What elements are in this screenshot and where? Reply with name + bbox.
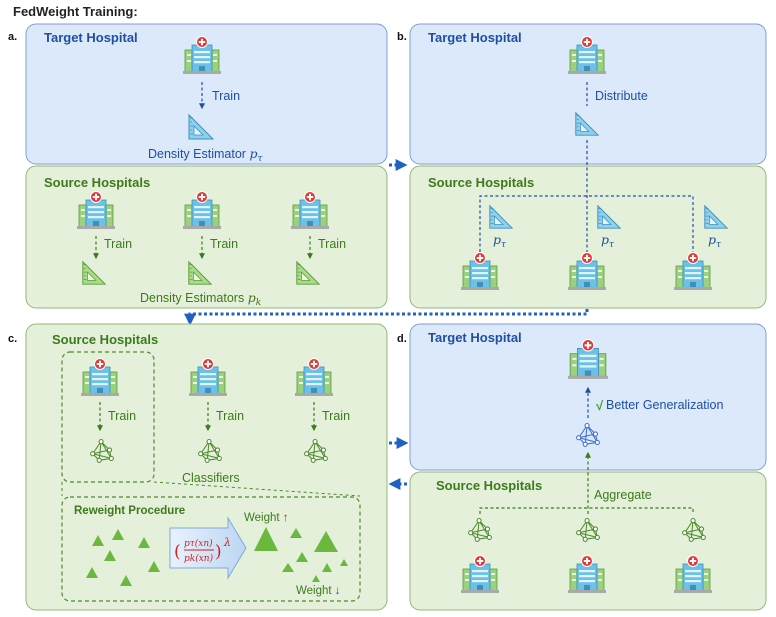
check-icon: √ [596, 398, 604, 413]
panel-b-distribute-label: Distribute [595, 89, 648, 103]
panel-a-train-label: Train [212, 89, 240, 103]
panel-d-source-title: Source Hospitals [436, 478, 542, 493]
panel-a-source-title: Source Hospitals [44, 175, 150, 190]
highlight-box [61, 351, 155, 483]
panel-c-train-label-1: Train [108, 409, 136, 423]
aggregate-label: Aggregate [594, 488, 652, 502]
weight-down-label: Weight ↓ [296, 585, 341, 597]
formula-exponent: λ [223, 536, 231, 549]
panel-c: c. Source Hospitals Train Train Train Cl… [8, 323, 388, 611]
classifiers-label: Classifiers [182, 471, 240, 485]
better-generalization-label: Better Generalization [606, 398, 723, 412]
panel-d-target-title: Target Hospital [428, 330, 522, 345]
reweight-procedure-box [61, 496, 361, 602]
formula-close-paren: ) [215, 542, 222, 562]
reweight-formula-arrow [169, 516, 247, 580]
panel-b: b. Target Hospital Distribute Source Hos… [397, 23, 767, 309]
density-estimators-label: Density Estimators pk [140, 290, 261, 308]
reweight-title: Reweight Procedure [74, 505, 185, 517]
panel-a: a. Target Hospital Train Density Estimat… [8, 23, 388, 309]
panel-c-train-label-2: Train [216, 409, 244, 423]
estimator-label-2: pτ [601, 232, 615, 250]
panel-c-train-label-3: Train [322, 409, 350, 423]
diagram-title: FedWeight Training: [13, 4, 138, 19]
samples-before [86, 529, 160, 586]
zoom-lines [61, 481, 361, 497]
formula-denominator: pk(xn) [184, 553, 214, 564]
panel-a-label: a. [8, 31, 17, 43]
panel-b-label: b. [397, 31, 407, 43]
panel-c-source-title: Source Hospitals [52, 332, 158, 347]
panel-c-label: c. [8, 333, 17, 345]
panel-d: d. Target Hospital √ Better Generalizati… [397, 323, 767, 611]
source-train-label-1: Train [104, 237, 132, 251]
formula-numerator: pτ(xn) [184, 538, 213, 549]
source-train-label-2: Train [210, 237, 238, 251]
formula-open-paren: ( [174, 542, 181, 562]
connector-b-to-c [184, 309, 589, 326]
source-train-label-3: Train [318, 237, 346, 251]
panel-d-label: d. [397, 333, 407, 345]
estimator-label-3: pτ [708, 232, 722, 250]
distribution-lines [479, 140, 694, 252]
panel-b-source-title: Source Hospitals [428, 175, 534, 190]
aggregate-lines [479, 451, 694, 514]
panel-a-target-title: Target Hospital [44, 30, 138, 45]
density-estimator-label: Density Estimator pτ [148, 146, 263, 164]
weight-up-label: Weight ↑ [244, 512, 289, 524]
panel-a-target-box [25, 23, 388, 165]
panel-b-target-box [409, 23, 767, 165]
estimator-label-1: pτ [493, 232, 507, 250]
samples-after [254, 527, 348, 582]
panel-b-target-title: Target Hospital [428, 30, 522, 45]
